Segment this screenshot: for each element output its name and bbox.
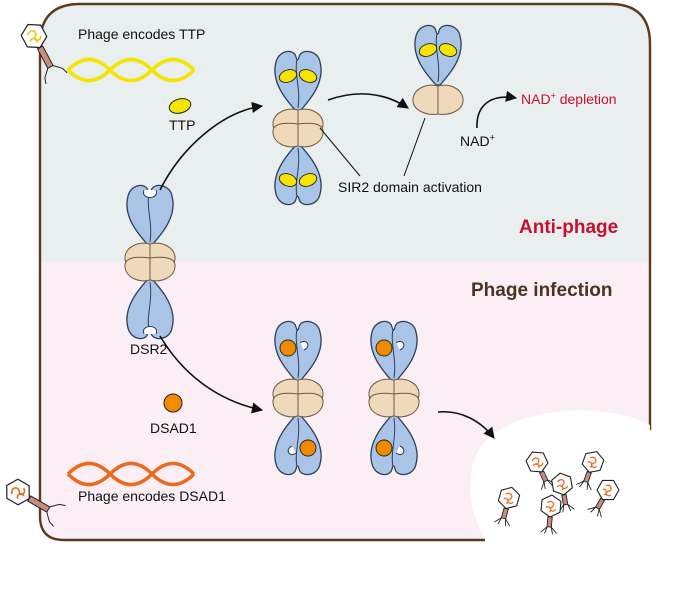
anti-phage-label: Anti-phage — [519, 217, 619, 238]
nad-depletion-suffix: depletion — [555, 91, 617, 107]
dsad1-molecule — [163, 393, 183, 413]
arrow-ttp-complex-to-dimer — [327, 93, 409, 109]
nad-text: NAD — [460, 133, 490, 149]
ttp-molecule — [168, 98, 192, 114]
cell-border — [38, 2, 652, 542]
ttp-label: TTP — [169, 117, 196, 133]
phage-infection-label: Phage infection — [471, 280, 613, 301]
dsr2-label: DSR2 — [130, 341, 168, 357]
arrow-to-lysis — [437, 410, 495, 439]
sir2-pointer-2 — [403, 117, 426, 177]
phage-encodes-ttp-label: Phage encodes TTP — [78, 26, 206, 42]
phage-dsad1-icon — [6, 478, 66, 527]
dsad1-phage-dna — [66, 461, 196, 487]
dsr2-tetramer — [125, 185, 175, 338]
arrow-dsr2-to-dsad1-complex — [159, 335, 264, 414]
phage-encodes-dsad1-label: Phage encodes DSAD1 — [78, 488, 226, 504]
nad-depletion-sup: + — [550, 90, 556, 101]
sir2-pointer-1 — [319, 127, 361, 177]
dsr2-dsad1-complex-1 — [273, 321, 323, 474]
nad-sup: + — [489, 132, 495, 143]
sir2-activation-label: SIR2 domain activation — [338, 179, 482, 195]
dsr2-dsad1-complex-2 — [369, 321, 419, 474]
nad-depletion-text: NAD — [521, 91, 551, 107]
dsr2-dimer-active — [412, 24, 464, 115]
dsad1-label: DSAD1 — [150, 420, 197, 436]
dsr2-ttp-complex — [273, 51, 323, 204]
nad-depletion-label: NAD+ depletion — [521, 90, 617, 107]
nad-label: NAD+ — [460, 132, 495, 149]
phage-ttp-icon — [20, 23, 68, 85]
arrow-nad-to-depletion — [476, 90, 518, 129]
arrow-dsr2-to-ttp-complex — [159, 101, 264, 191]
ttp-phage-dna — [66, 57, 196, 83]
